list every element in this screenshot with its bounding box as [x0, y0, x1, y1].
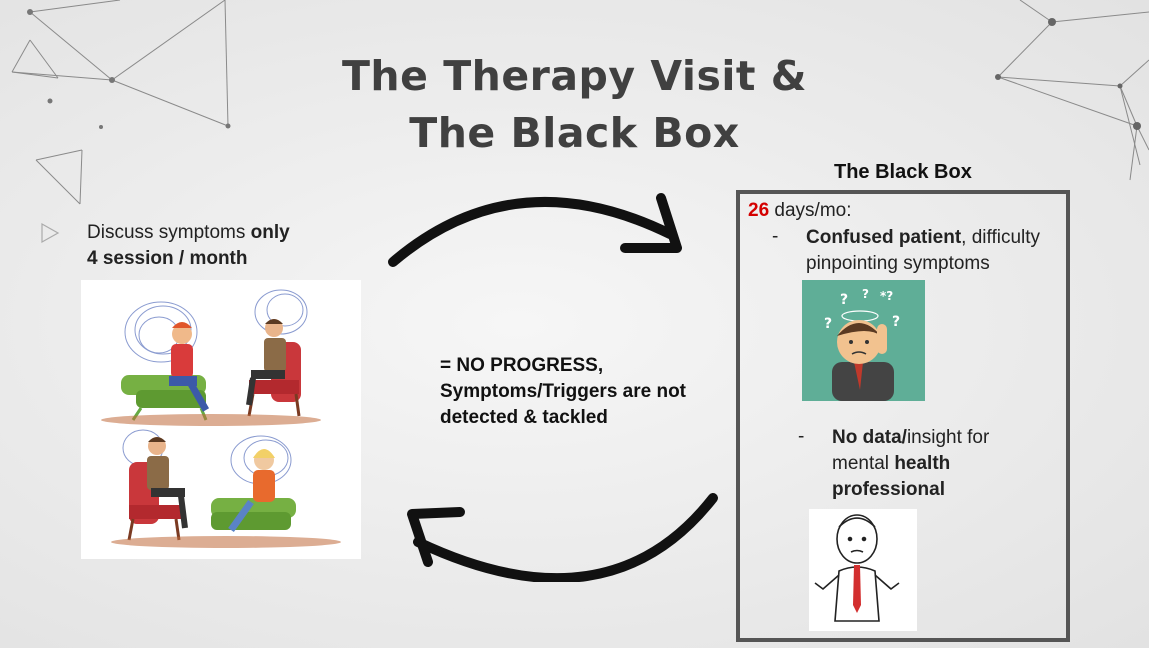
no-progress-statement: = NO PROGRESS, Symptoms/Triggers are not… — [440, 353, 710, 431]
mental-text: mental — [832, 453, 895, 474]
bullet-dash-2: - — [798, 426, 805, 447]
svg-text:*?: *? — [880, 289, 893, 303]
cycle-arrow-top — [388, 193, 682, 267]
professional-bold: professional — [832, 479, 945, 500]
title-line-1: The Therapy Visit & — [341, 52, 808, 100]
black-box-frame — [736, 190, 1070, 642]
no-data-bold: No data/ — [832, 427, 907, 448]
no-progress-line-1: = NO PROGRESS, — [440, 355, 604, 376]
only-emphasis: only — [250, 222, 290, 243]
no-data-rest: insight for — [906, 427, 990, 448]
black-box-heading: The Black Box — [834, 161, 972, 183]
svg-text:?: ? — [840, 292, 848, 308]
shrugging-man-illustration — [809, 509, 917, 631]
network-decoration-top-right — [995, 0, 1149, 181]
no-progress-line-2: Symptoms/Triggers are not — [440, 381, 687, 402]
days-number: 26 — [748, 200, 770, 221]
cycle-arrow-bottom — [407, 493, 718, 582]
confused-patient-bold: Confused patient — [806, 227, 962, 248]
svg-text:?: ? — [892, 314, 900, 330]
bullet-confused-patient: Confused patient, difficulty pinpointing… — [806, 225, 1040, 277]
session-frequency-text: Discuss symptoms only 4 session / month — [87, 220, 290, 272]
svg-text:?: ? — [862, 287, 869, 301]
svg-text:?: ? — [824, 316, 832, 332]
health-bold: health — [894, 453, 951, 474]
confused-man-image: ? ? *? ? ? — [824, 287, 900, 401]
therapy-sessions-image — [101, 289, 341, 548]
slide-title: The Therapy Visit & The Black Box — [0, 48, 1149, 162]
bullet-dash-1: - — [772, 226, 779, 247]
session-count: 4 session / month — [87, 248, 248, 269]
days-per-month: 26 days/mo: — [748, 200, 852, 222]
days-suffix: days/mo: — [769, 200, 852, 221]
confused-patient-line-2: pinpointing symptoms — [806, 253, 990, 274]
confused-man-illustration: ? ? *? ? ? — [802, 280, 925, 401]
shrugging-man-image — [814, 514, 900, 622]
symptoms-text: Discuss symptoms — [87, 222, 251, 243]
network-decoration-top-left — [11, 0, 231, 205]
triangle-decoration-icon — [41, 222, 60, 244]
confused-patient-rest: , difficulty — [961, 227, 1041, 248]
bullet-no-data: No data/insight for mental health profes… — [832, 425, 989, 503]
no-progress-line-3: detected & tackled — [440, 407, 608, 428]
therapy-sessions-illustration — [81, 280, 361, 559]
title-line-2: The Black Box — [409, 109, 740, 157]
